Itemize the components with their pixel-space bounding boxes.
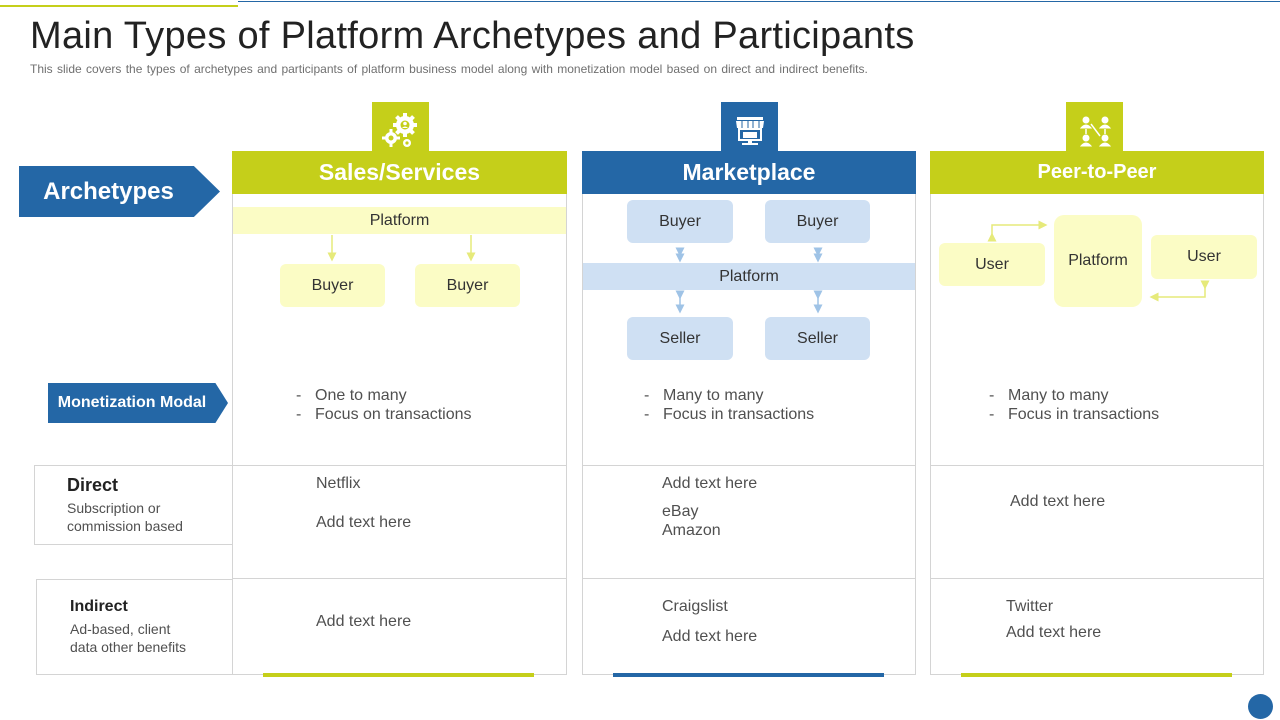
market-divider-indirect [582, 578, 916, 579]
p2p-monetization-item-2: -Focus in transactions [989, 406, 1160, 423]
sales-buyer-node-1: Buyer [280, 264, 385, 307]
sales-buyer-node-2: Buyer [415, 264, 520, 307]
indirect-row-label: Indirect Ad-based, client data other ben… [36, 579, 233, 675]
storefront-icon [721, 102, 778, 159]
market-bottom-bar [613, 673, 884, 677]
market-divider-direct [582, 465, 916, 466]
direct-subtitle-line-2: commission based [67, 518, 183, 534]
indirect-subtitle-line-1: Ad-based, client [70, 621, 171, 637]
p2p-divider-indirect [930, 578, 1264, 579]
market-buyer-node-1: Buyer [627, 200, 733, 243]
p2p-monetization-list: -Many to many -Focus in transactions [989, 386, 1159, 424]
p2p-divider-direct [930, 465, 1264, 466]
market-monetization-item-1: -Many to many [644, 387, 764, 404]
sales-divider-indirect [232, 578, 567, 579]
market-monetization-list: -Many to many -Focus in transactions [644, 386, 814, 424]
p2p-user-node-1: User [939, 243, 1045, 286]
p2p-bottom-bar [961, 673, 1232, 677]
market-seller-node-2: Seller [765, 317, 870, 360]
column-header-marketplace: Marketplace [582, 151, 916, 194]
network-users-icon [1066, 102, 1123, 159]
market-platform-bar: Platform [583, 263, 915, 290]
market-direct-text-1: Add text here [662, 475, 758, 492]
sales-monetization-item-1: -One to many [296, 387, 407, 404]
sales-monetization-list: -One to many -Focus on transactions [296, 386, 472, 424]
p2p-direct-text-1: Add text here [1010, 493, 1106, 510]
p2p-platform-node: Platform [1054, 215, 1142, 307]
sales-indirect-text-1: Add text here [316, 613, 412, 630]
market-monetization-item-2: -Focus in transactions [644, 406, 815, 423]
p2p-user-node-2: User [1151, 235, 1257, 279]
monetization-modal-label: Monetization Modal [48, 383, 228, 423]
indirect-title: Indirect [70, 598, 128, 615]
top-accent-line-blue [238, 1, 1280, 2]
sales-direct-text-2: Add text here [316, 514, 412, 531]
gears-icon [372, 102, 429, 159]
direct-subtitle-line-1: Subscription or [67, 500, 161, 516]
p2p-indirect-text-2: Add text here [1006, 624, 1102, 641]
sales-divider-direct [232, 465, 567, 466]
sales-bottom-bar [263, 673, 534, 677]
market-buyer-node-2: Buyer [765, 200, 870, 243]
archetypes-label: Archetypes [19, 166, 220, 217]
sales-direct-text-1: Netflix [316, 475, 361, 492]
sales-monetization-item-2: -Focus on transactions [296, 406, 472, 423]
market-direct-text-2: eBay [662, 503, 699, 520]
market-indirect-text-2: Add text here [662, 628, 758, 645]
direct-title: Direct [67, 475, 119, 495]
slide-title: Main Types of Platform Archetypes and Pa… [30, 15, 915, 57]
sales-platform-bar: Platform [233, 207, 566, 234]
indirect-subtitle-line-2: data other benefits [70, 639, 186, 655]
direct-row-label: Direct Subscription or commission based [34, 465, 233, 545]
p2p-monetization-item-1: -Many to many [989, 387, 1109, 404]
top-accent-line-green [0, 5, 238, 7]
market-direct-text-3: Amazon [662, 522, 721, 539]
market-indirect-text-1: Craigslist [662, 598, 728, 615]
market-seller-node-1: Seller [627, 317, 733, 360]
page-indicator-dot [1248, 694, 1273, 719]
p2p-indirect-text-1: Twitter [1006, 598, 1054, 615]
slide-subtitle: This slide covers the types of archetype… [30, 62, 868, 76]
